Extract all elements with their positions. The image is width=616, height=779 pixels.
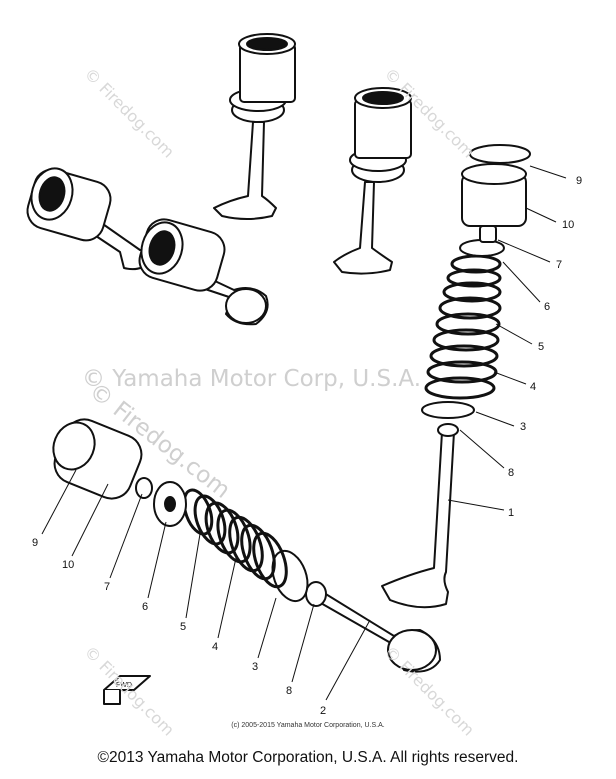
- fwd-label: FWD: [116, 682, 132, 689]
- watermark-center: © Yamaha Motor Corp, U.S.A.: [82, 366, 422, 392]
- callout-1-right: 1: [508, 507, 514, 519]
- valve-assembly-top-right: [333, 87, 412, 275]
- callout-3-right: 3: [520, 421, 526, 433]
- small-copyright: (c) 2005-2015 Yamaha Motor Corporation, …: [231, 722, 385, 729]
- exploded-valve-right: [381, 144, 531, 609]
- callout-5-bottom: 5: [180, 621, 186, 633]
- leader-lines-bottom: [41, 469, 371, 701]
- valve-assembly-left-upper: [26, 167, 151, 271]
- callout-3-bottom: 3: [252, 661, 258, 673]
- fwd-arrow-icon: FWD: [103, 675, 151, 705]
- exploded-valve-bottom: [52, 418, 441, 673]
- callout-7-right: 7: [556, 259, 562, 271]
- callout-8-bottom: 8: [286, 685, 292, 697]
- callout-5-right: 5: [538, 341, 544, 353]
- callout-7-bottom: 7: [104, 581, 110, 593]
- callout-9-bottom: 9: [32, 537, 38, 549]
- callout-10-bottom: 10: [62, 559, 74, 571]
- footer-copyright: ©2013 Yamaha Motor Corporation, U.S.A. A…: [97, 749, 519, 766]
- callout-6-right: 6: [544, 301, 550, 313]
- callout-4-right: 4: [530, 381, 536, 393]
- callout-9-right: 9: [576, 175, 582, 187]
- callout-2-bottom: 2: [320, 705, 326, 717]
- callout-4-bottom: 4: [212, 641, 218, 653]
- callout-8-right: 8: [508, 467, 514, 479]
- callout-10-right: 10: [562, 219, 574, 231]
- valve-assembly-left-lower: [138, 218, 269, 326]
- valve-assembly-top-left: [213, 33, 296, 220]
- leader-lines-right: [447, 165, 567, 511]
- callout-6-bottom: 6: [142, 601, 148, 613]
- callouts-bottom: 9 10 7 6 5 4 3 8 2: [32, 537, 326, 717]
- callouts-right: 9 10 7 6 5 4 3 8 1: [508, 175, 582, 519]
